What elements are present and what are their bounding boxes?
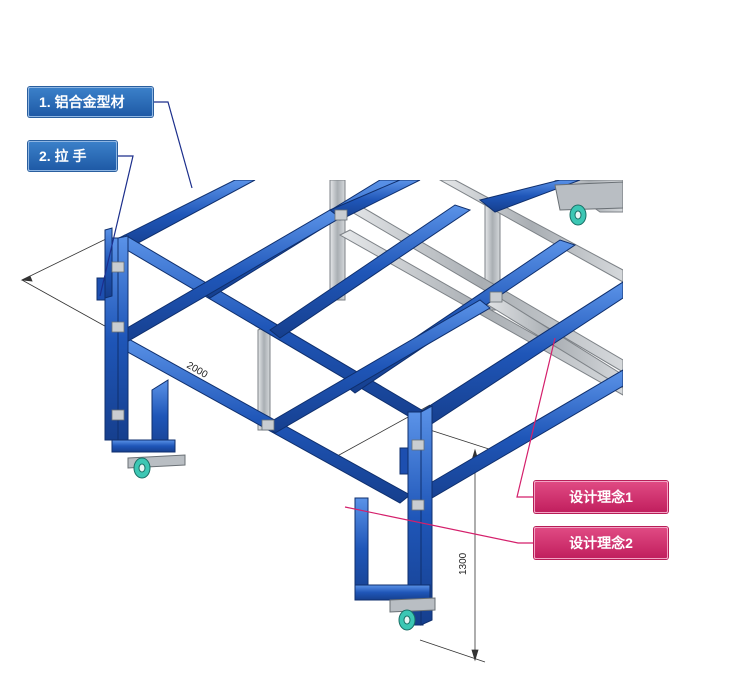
callout-concept1: 设计理念1 [534,481,668,513]
callout-profile-label: 1. 铝合金型材 [39,94,125,110]
leader-profile [153,101,193,189]
callout-concept2-label: 设计理念2 [569,535,633,551]
callout-profile: 1. 铝合金型材 [28,87,153,117]
callout-concept2: 设计理念2 [534,527,668,559]
leader-concept2 [344,506,533,544]
dimension-height-text: 1300 [458,552,469,575]
callout-handle: 2. 拉 手 [28,141,117,171]
callout-concept1-label: 设计理念1 [569,489,633,505]
leader-handle [99,155,134,297]
leader-concept1 [516,337,556,498]
corner-connectors [111,209,503,511]
caster-wheels [133,204,587,631]
handle-parts [96,277,409,475]
callout-handle-label: 2. 拉 手 [39,148,87,164]
dimension-width-line [20,237,113,331]
